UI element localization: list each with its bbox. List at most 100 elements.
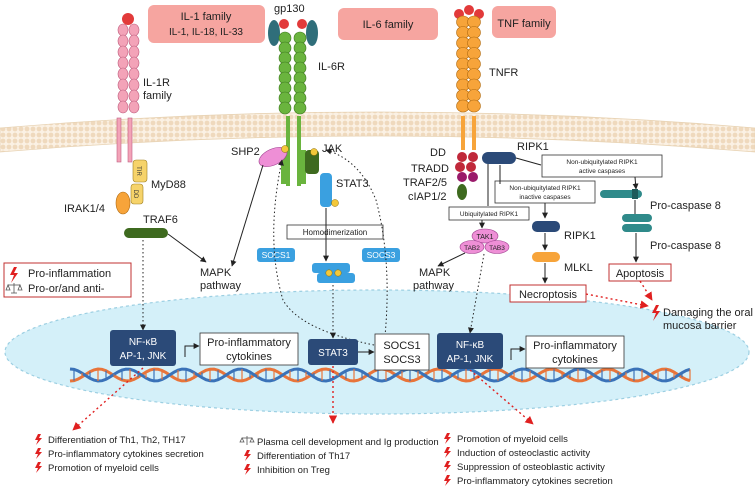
outcome-item: Induction of osteoclastic activity — [457, 448, 590, 459]
ciap-label: cIAP1/2 — [408, 191, 447, 203]
arrow-necroptosis-damage — [585, 293, 649, 309]
il1-ligand — [122, 13, 134, 25]
shp2-phospho — [281, 145, 289, 153]
arrow-ripk1-active — [515, 157, 542, 166]
il1-nfkb-box — [110, 330, 176, 366]
procaspase-bottom — [622, 214, 652, 232]
nuclear-socs-box — [374, 333, 430, 371]
socs1-label: SOCS1 — [262, 250, 291, 260]
lightning-icon — [35, 448, 42, 459]
il6r-domain — [278, 101, 292, 115]
socs1-box — [257, 248, 295, 262]
balance-scale-icon — [239, 436, 255, 445]
lightning-icon — [35, 462, 42, 473]
damage-line2: mucosa barrier — [663, 320, 737, 332]
ripk1-top-protein — [482, 152, 516, 164]
il6r-label: IL-6R — [318, 61, 345, 73]
tnf-family-title: TNF family — [497, 18, 551, 30]
il1-mapk-label: MAPK — [200, 267, 232, 279]
tnf-cytokines-line1: Pro-inflammatory — [533, 340, 617, 352]
damage-line1: Damaging the oral — [663, 307, 753, 319]
il1r-label: IL-1R — [143, 77, 170, 89]
jak-protein — [305, 150, 319, 174]
tnf-cytokines-box — [525, 335, 625, 369]
il6-receptor — [268, 19, 318, 186]
il1r-domain — [117, 56, 129, 70]
dd-cluster — [455, 152, 478, 200]
tak1-label: TAK1 — [477, 234, 494, 241]
gp130-label: gp130 — [274, 3, 305, 15]
dna-helix — [69, 367, 691, 383]
lightning-icon — [444, 433, 451, 444]
arrow-tak1-nfkb — [467, 253, 485, 334]
nuclear-stat3-label: STAT3 — [318, 348, 348, 359]
il1r-domain — [117, 23, 129, 37]
tnfr-domain — [467, 99, 481, 113]
tnf-nfkb-box — [437, 333, 503, 369]
il1-nfkb-label: NF-κB — [129, 337, 158, 348]
inactive-caspases-line2: inactive caspases — [519, 194, 571, 201]
homodimerization-label: Homodimerization — [303, 228, 367, 237]
tab3-protein — [484, 240, 510, 254]
ripk1-protein — [532, 221, 560, 232]
tir-label: TIR — [135, 166, 141, 176]
jak-phospho — [310, 148, 318, 156]
tak1-protein — [471, 228, 499, 244]
lightning-icon — [444, 475, 451, 486]
il6r-domain — [293, 101, 307, 115]
procaspase-bottom-label: Pro-caspase 8 — [650, 240, 721, 252]
stat3-dimer — [312, 263, 355, 283]
tab2-protein — [459, 240, 485, 254]
il6-ligand-left — [279, 19, 289, 29]
dd-label: DD — [132, 190, 138, 199]
outcome-item: Differentiation of Th1, Th2, TH17 — [48, 435, 186, 446]
traf6-protein — [124, 228, 168, 238]
il1r-domain — [117, 100, 129, 114]
il1-family-title: IL-1 family — [181, 11, 232, 23]
arrow-tnf-outcomes — [469, 369, 534, 425]
outcome-item: Differentiation of Th17 — [257, 451, 350, 462]
nuclear-socs1-label: SOCS1 — [383, 340, 420, 352]
tradd-label: TRADD — [411, 163, 449, 175]
il1-family-box — [148, 5, 265, 43]
tab2-label: TAB2 — [464, 245, 480, 252]
cell-membrane — [0, 111, 755, 153]
outcome-item: Pro-inflammatory cytokines secretion — [48, 449, 204, 460]
legend-pro-inflammation: Pro-inflammation — [28, 268, 111, 280]
il1r-domain — [128, 89, 140, 103]
legend-pro-or-anti: Pro-or/and anti- — [28, 283, 105, 295]
il1r-domain — [128, 45, 140, 59]
stat3-phospho — [331, 199, 339, 207]
il1r-domain — [128, 67, 140, 81]
il1r-domain — [117, 45, 129, 59]
necroptosis-box — [509, 284, 587, 303]
outcome-item: Promotion of myeloid cells — [48, 463, 159, 474]
il6-family-box — [338, 8, 438, 40]
ripk1-label: RIPK1 — [564, 230, 596, 242]
tnf-cytokines-line2: cytokines — [552, 354, 598, 366]
arrow-shp2-mapk — [230, 164, 264, 267]
il1-ap1-label: AP-1, JNK — [120, 351, 167, 362]
stat3-label: STAT3 — [336, 178, 369, 190]
active-caspases-line2: active caspases — [579, 168, 626, 175]
procaspase-top-label: Pro-caspase 8 — [650, 200, 721, 212]
apoptosis-label: Apoptosis — [616, 268, 665, 280]
lightning-icon — [244, 464, 251, 475]
il1-family-members: IL-1, IL-18, IL-33 — [169, 27, 243, 38]
tnf-mapk-pathway-label: pathway — [413, 280, 454, 292]
nuclear-socs3-label: SOCS3 — [383, 354, 420, 366]
ripk1-top-label: RIPK1 — [517, 141, 549, 153]
il1-outcomes-list: Differentiation of Th1, Th2, TH17Pro-inf… — [35, 434, 204, 474]
mlkl-label: MLKL — [564, 262, 593, 274]
ubiquitylated-box — [448, 206, 530, 221]
lightning-icon — [444, 461, 451, 472]
il1r-domain — [128, 56, 140, 70]
tnf-receptor — [454, 5, 484, 150]
arrow-active-procasp — [632, 176, 639, 190]
myd88-label: MyD88 — [151, 179, 186, 191]
tnf-bent-arrow — [510, 346, 526, 360]
active-caspases-box — [541, 154, 663, 178]
arrow-traf6-mapk — [167, 233, 207, 263]
